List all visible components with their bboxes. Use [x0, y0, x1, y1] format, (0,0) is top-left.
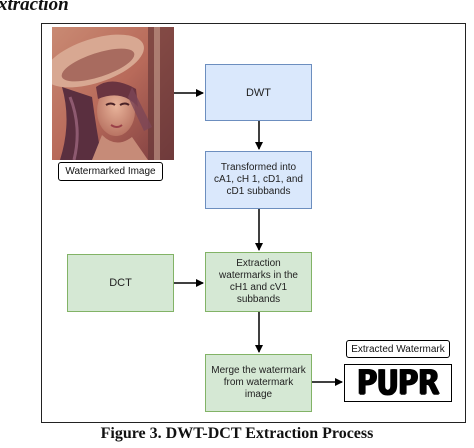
- dwt-node: DWT: [205, 64, 312, 121]
- section-heading: xtraction: [0, 0, 69, 15]
- diagram-frame: [41, 23, 466, 423]
- merge-watermark-node: Merge the watermark from watermark image: [205, 354, 312, 412]
- watermarked-photo: [52, 27, 174, 160]
- figure-caption: Figure 3. DWT-DCT Extraction Process: [100, 425, 374, 442]
- watermarked-image-label: Watermarked Image: [58, 162, 163, 181]
- extraction-node: Extraction watermarks in the cH1 and cV1…: [205, 252, 312, 312]
- extracted-watermark-image: PUPR: [344, 363, 452, 403]
- extracted-watermark-label: Extracted Watermark: [346, 340, 450, 358]
- dct-node: DCT: [67, 254, 174, 312]
- transformed-subbands-node: Transformed into cA1, cH 1, cD1, and cD1…: [205, 151, 312, 209]
